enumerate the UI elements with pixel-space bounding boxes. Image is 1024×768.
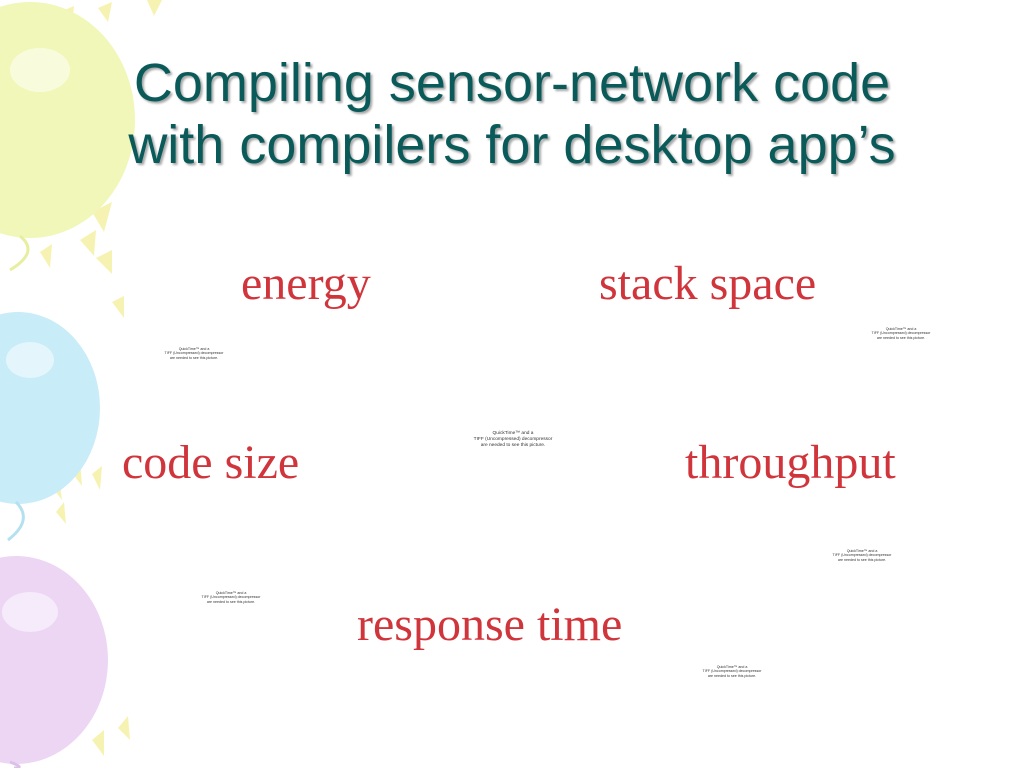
image-placeholder: QuickTime™ and a TIFF (Uncompressed) dec… xyxy=(164,347,224,360)
term-code-size: code size xyxy=(122,436,300,489)
balloon-icon xyxy=(0,312,100,542)
term-energy: energy xyxy=(241,257,371,310)
image-placeholder: QuickTime™ and a TIFF (Uncompressed) dec… xyxy=(473,431,553,448)
image-placeholder: QuickTime™ and a TIFF (Uncompressed) dec… xyxy=(201,591,261,604)
term-response-time: response time xyxy=(357,598,623,651)
term-throughput: throughput xyxy=(685,436,896,489)
image-placeholder: QuickTime™ and a TIFF (Uncompressed) dec… xyxy=(871,327,931,340)
term-stack-space: stack space xyxy=(599,257,817,310)
image-placeholder: QuickTime™ and a TIFF (Uncompressed) dec… xyxy=(702,665,762,678)
slide-title-line: with compilers for desktop app’s xyxy=(128,115,896,175)
balloon-icon xyxy=(0,556,108,768)
slide-title-line: Compiling sensor-network code xyxy=(133,53,891,113)
slide-title: Compiling sensor-network code with compi… xyxy=(40,52,984,176)
image-placeholder: QuickTime™ and a TIFF (Uncompressed) dec… xyxy=(832,549,892,562)
balloon-icon xyxy=(0,2,135,272)
